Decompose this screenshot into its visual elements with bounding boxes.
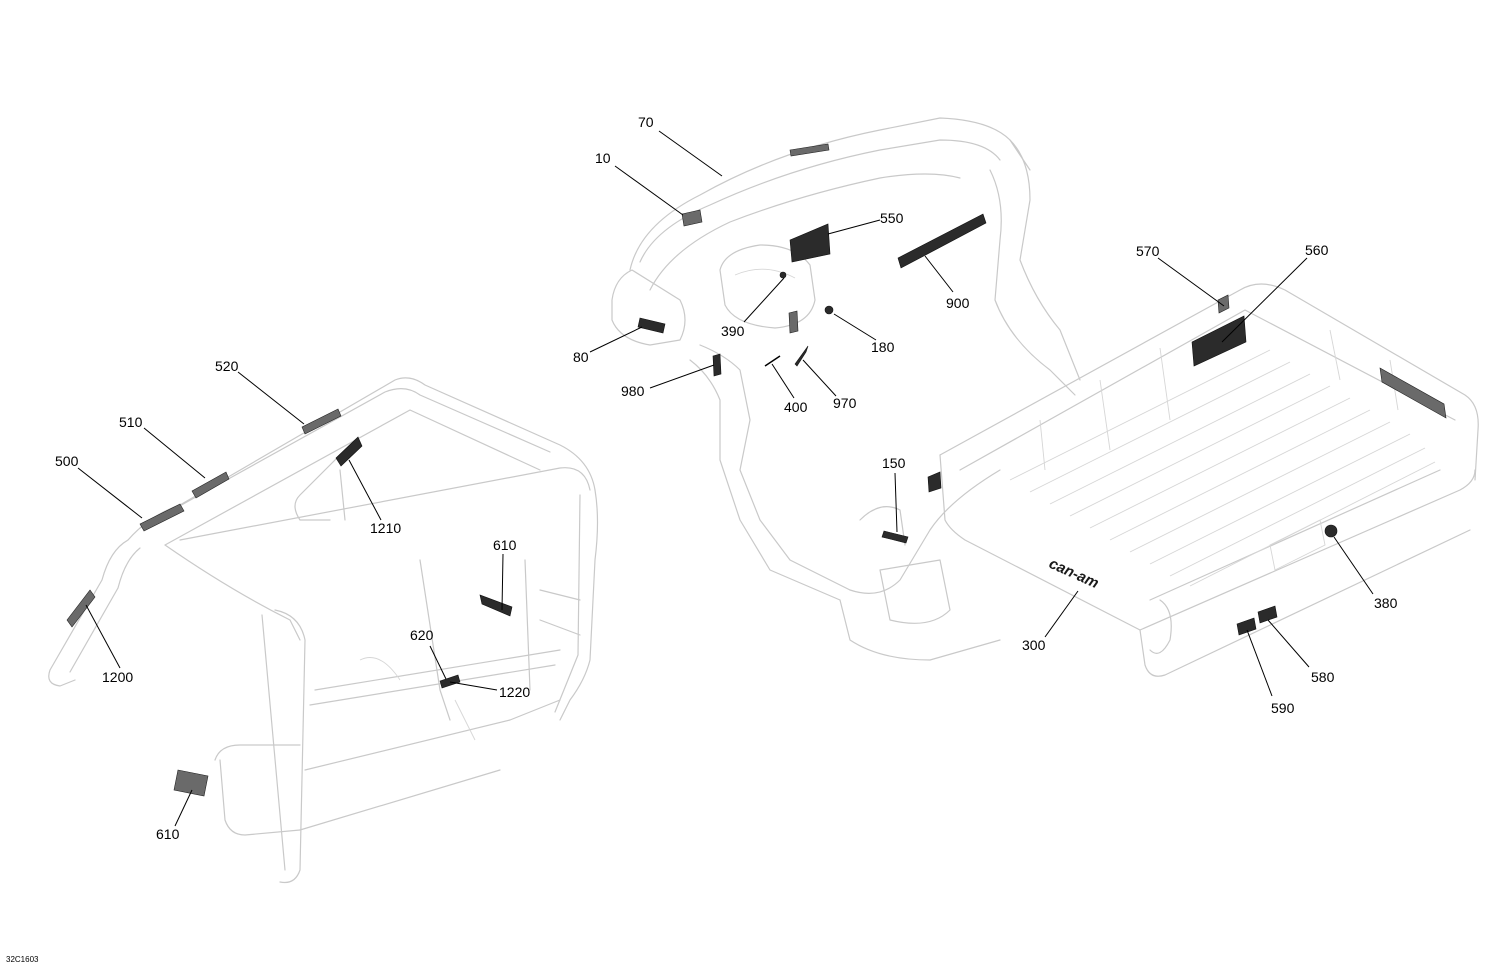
callout-580: 580: [1311, 669, 1335, 685]
callout-400: 400: [784, 399, 808, 415]
callout-390: 390: [721, 323, 745, 339]
callout-550: 550: [880, 210, 904, 226]
callout-1210: 1210: [370, 520, 401, 536]
callout-70: 70: [638, 114, 654, 130]
callout-620: 620: [410, 627, 434, 643]
vehicle-decals: can-am: [637, 143, 1447, 636]
callout-180: 180: [871, 339, 895, 355]
callout-510: 510: [119, 414, 143, 430]
callout-300: 300: [1022, 637, 1046, 653]
callout-520: 520: [215, 358, 239, 374]
vehicle-body-outline: [611, 117, 1479, 677]
callout-150: 150: [882, 455, 906, 471]
callout-560: 560: [1305, 242, 1329, 258]
callout-570: 570: [1136, 243, 1160, 259]
callout-970: 970: [833, 395, 857, 411]
callout-80: 80: [573, 349, 589, 365]
drawing-reference: 32C1603: [6, 955, 39, 964]
callout-980: 980: [621, 383, 645, 399]
callout-900: 900: [946, 295, 970, 311]
callout-500: 500: [55, 453, 79, 469]
callout-labels: 70 10 550 900 390 180 80 980 400 970 150…: [6, 114, 1398, 964]
callout-1200: 1200: [102, 669, 133, 685]
roll-cage-decals: [66, 408, 513, 797]
callout-610-cage: 610: [493, 537, 517, 553]
callout-1220: 1220: [499, 684, 530, 700]
callout-380: 380: [1374, 595, 1398, 611]
callout-590: 590: [1271, 700, 1295, 716]
leader-lines: [77, 130, 1374, 827]
roll-cage-outline: [48, 377, 599, 884]
callout-610-door: 610: [156, 826, 180, 842]
callout-10: 10: [595, 150, 611, 166]
